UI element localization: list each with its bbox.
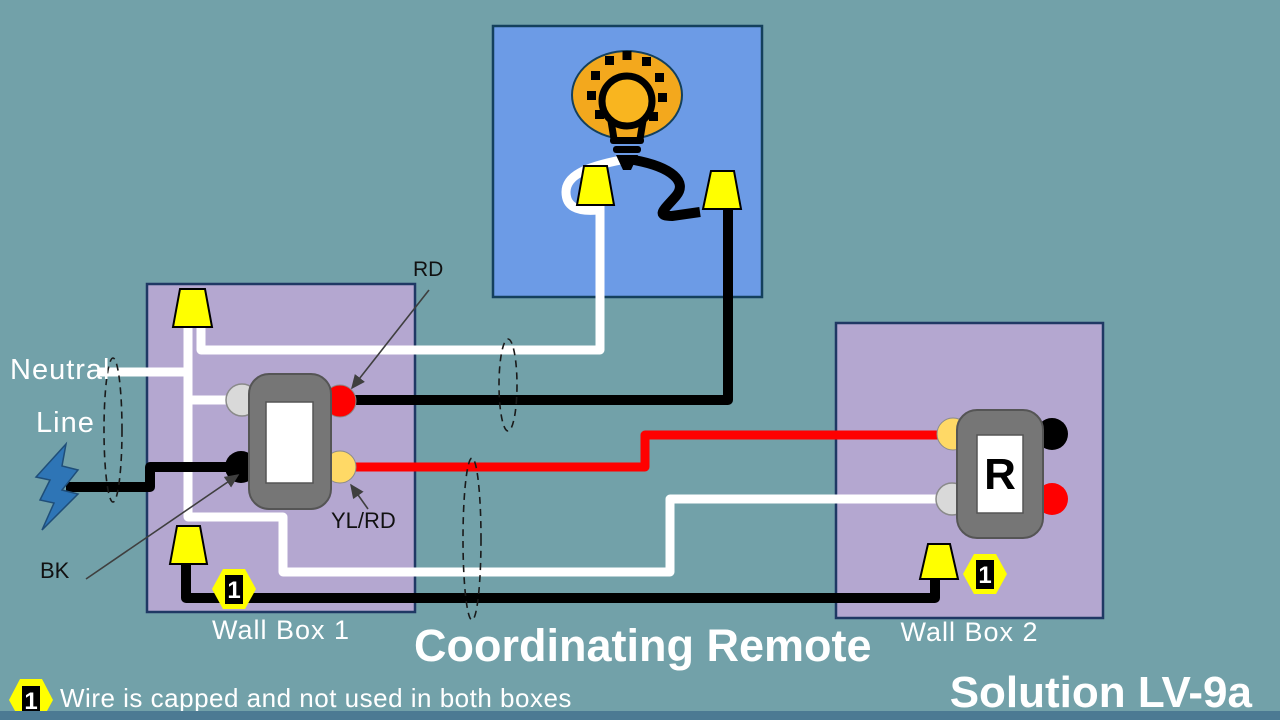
bk-leader-line	[85, 474, 240, 580]
legend-text: Wire is capped and not used in both boxe…	[60, 683, 572, 713]
rd-label: RD	[413, 258, 444, 281]
switched-black-wire	[346, 207, 733, 405]
light-fixture-black-lead	[633, 155, 701, 221]
remote-switch-box2: R	[935, 409, 1068, 539]
badge-legend: 1	[9, 679, 53, 720]
wire-nut-box1-bottom	[168, 525, 209, 565]
ylrd-leader-line	[350, 483, 369, 510]
wire-nut-light-black	[701, 170, 743, 210]
diagram-title: Coordinating Remote	[414, 620, 872, 671]
switch-rocker	[265, 401, 314, 484]
wire-nut-box1-top	[171, 288, 214, 328]
badge-box2: 1	[963, 554, 1007, 594]
cable-sheath-box2	[462, 457, 482, 621]
remote-letter: R	[984, 450, 1016, 499]
wire-nut-light-white	[575, 165, 616, 206]
switch-box1	[225, 373, 357, 510]
light-bulb-icon	[571, 50, 683, 170]
line-label: Line	[36, 407, 95, 439]
ylrd-label: YL/RD	[331, 508, 396, 533]
neutral-white-wire-to-light	[196, 205, 605, 355]
neutral-label: Neutral	[10, 354, 111, 386]
svg-text:1: 1	[24, 688, 37, 715]
wall-box-1-label: Wall Box 1	[211, 615, 351, 645]
wire-nut-box2	[918, 543, 960, 580]
rd-leader-line	[351, 289, 430, 390]
svg-text:1: 1	[978, 562, 991, 589]
svg-text:1: 1	[227, 577, 240, 604]
wires	[66, 155, 946, 603]
neutral-white-wire-to-box2	[183, 322, 946, 577]
cable-sheath-light	[498, 338, 518, 432]
remote-face	[976, 434, 1024, 514]
badges: 1 1 1	[9, 554, 1007, 720]
badge-box1: 1	[212, 569, 256, 609]
footer-bar	[0, 711, 1280, 720]
bk-label: BK	[40, 558, 70, 583]
leader-lines	[85, 289, 430, 580]
cable-sheaths	[103, 338, 518, 621]
wire-nuts	[168, 165, 960, 580]
cable-sheath-feed	[103, 357, 123, 503]
solution-label: Solution LV-9a	[949, 668, 1252, 717]
red-traveler-wire	[344, 430, 942, 472]
capped-black-wire	[181, 558, 940, 603]
wall-box-2-label: Wall Box 2	[900, 617, 1039, 647]
lightning-bolt-icon	[34, 441, 80, 531]
